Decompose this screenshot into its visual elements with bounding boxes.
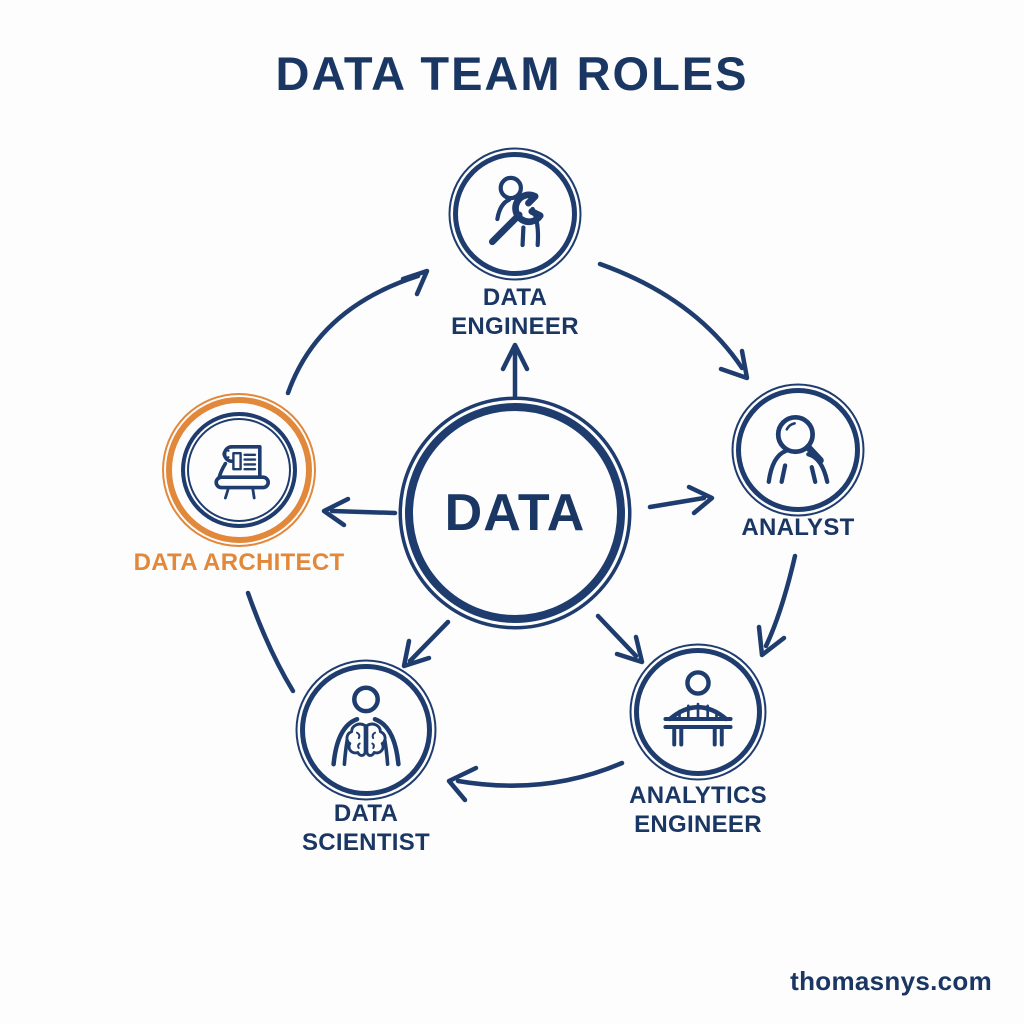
analyst-label: ANALYST [741, 514, 855, 541]
arrowhead-analytics-to-scientist [446, 765, 479, 803]
data-architect-outer-circle [166, 397, 312, 543]
arrow-center-to-analyst [647, 495, 707, 510]
arrow-architect-to-engineer [285, 273, 421, 396]
page-title: DATA TEAM ROLES [275, 47, 749, 100]
arrowhead-center-to-engineer [500, 342, 530, 372]
blueprint-scroll-icon [214, 445, 270, 500]
wrench-person-icon [488, 175, 544, 248]
data-scientist-label: DATA SCIENTIST [301, 800, 431, 856]
magnifier-person-icon [766, 414, 830, 484]
analytics-engineer-circle [634, 648, 762, 776]
data-architect-label: DATA ARCHITECT [133, 549, 345, 576]
arrow-analyst-to-analytics [763, 553, 798, 649]
center-data-circle: DATA [405, 403, 625, 623]
arrowhead-center-to-analyst [686, 484, 715, 516]
line-architect-to-scientist [245, 590, 296, 694]
data-engineer-circle [453, 152, 577, 276]
arrow-center-to-scientist [407, 619, 451, 664]
arrowhead-center-to-scientist [401, 638, 432, 669]
analyst-circle [736, 388, 860, 512]
arrowhead-engineer-to-analyst [718, 348, 750, 381]
arrowhead-analyst-to-analytics [756, 624, 787, 658]
footer-website: thomasnys.com [790, 966, 992, 996]
analytics-engineer-label: ANALYTICS ENGINEER [629, 782, 767, 838]
data-engineer-label: DATA ENGINEER [451, 284, 579, 340]
brain-person-icon [331, 685, 401, 767]
data-scientist-circle [300, 664, 432, 796]
bridge-icon [663, 670, 733, 747]
arrowhead-center-to-architect [321, 496, 351, 528]
arrow-center-to-analytics [595, 613, 639, 659]
arrowhead-center-to-analytics [614, 634, 645, 665]
arrow-center-to-architect [329, 508, 398, 516]
center-data-label: DATA [444, 484, 586, 542]
data-architect-inner-circle [181, 412, 297, 528]
